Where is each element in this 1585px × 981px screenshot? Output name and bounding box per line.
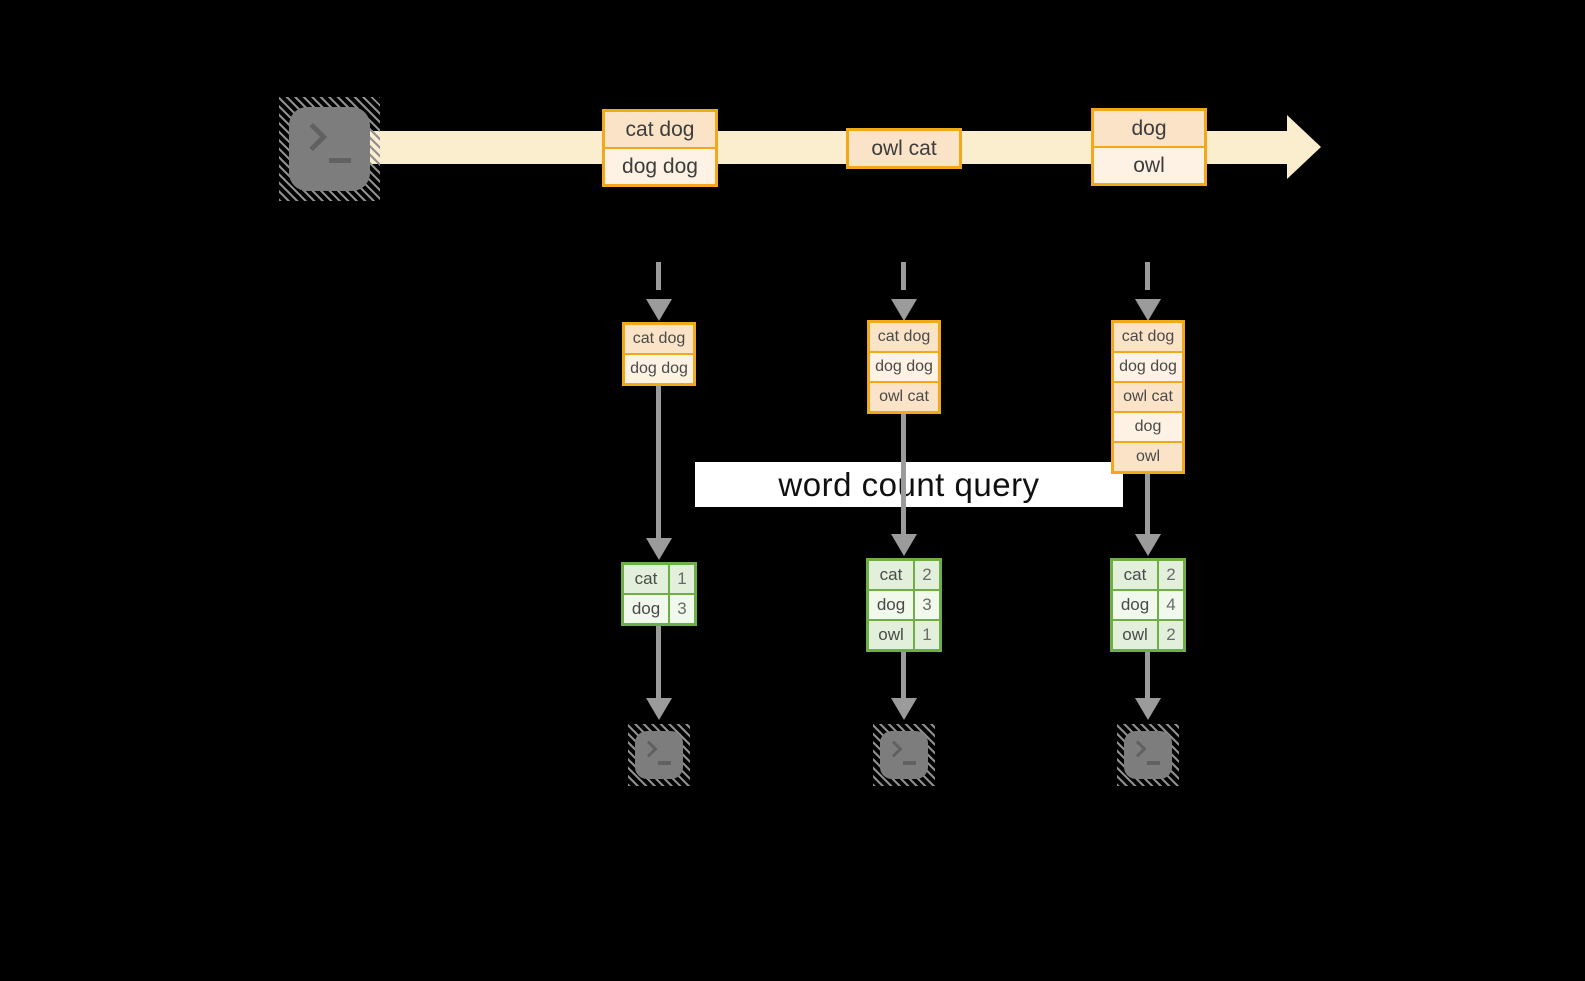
down-arrow-icon [646, 538, 672, 560]
flow-line [901, 652, 906, 698]
accumulated-stream-1: cat dog dog dog [622, 322, 696, 386]
down-arrow-icon [891, 299, 917, 321]
event-record: cat dog [605, 112, 715, 147]
down-arrow-icon [891, 698, 917, 720]
count-row: owl 1 [869, 619, 939, 649]
word-count-table-2: cat 2 dog 3 owl 1 [866, 558, 942, 652]
count-row: cat 2 [869, 561, 939, 589]
count-cell: 2 [913, 561, 939, 589]
flow-line [1145, 652, 1150, 698]
count-row: dog 4 [1113, 589, 1183, 619]
flow-line [656, 626, 661, 698]
stack-record: cat dog [625, 325, 693, 353]
prompt-underscore-icon [1147, 761, 1160, 765]
prompt-chevron-icon [1129, 740, 1147, 758]
accumulated-stream-3: cat dog dog dog owl cat dog owl [1111, 320, 1185, 474]
terminal-screen [635, 731, 683, 779]
word-cell: dog [631, 599, 661, 618]
stream-arrowhead-icon [1287, 115, 1321, 179]
word-count-table-1: cat 1 dog 3 [621, 562, 697, 626]
terminal-screen [289, 107, 370, 191]
dashed-flow-segment [1145, 262, 1150, 290]
count-row: cat 1 [624, 565, 694, 593]
flow-line [656, 386, 661, 538]
dashed-flow-segment [656, 262, 661, 290]
stack-record: dog dog [1114, 351, 1182, 381]
prompt-underscore-icon [658, 761, 671, 765]
word-cell: owl [1122, 625, 1148, 644]
word-cell: cat [634, 569, 658, 588]
word-cell: owl [878, 625, 904, 644]
count-cell: 3 [913, 591, 939, 619]
producer-terminal-icon [279, 97, 380, 201]
stream-event-3: dog owl [1091, 108, 1207, 186]
stream-event-1: cat dog dog dog [602, 109, 718, 187]
event-record: dog [1094, 111, 1204, 146]
down-arrow-icon [646, 299, 672, 321]
count-cell: 2 [1157, 621, 1183, 649]
stack-record: owl cat [870, 381, 938, 411]
down-arrow-icon [646, 698, 672, 720]
down-arrow-icon [1135, 698, 1161, 720]
terminal-screen [1124, 731, 1172, 779]
consumer-terminal-icon-2 [873, 724, 935, 786]
prompt-chevron-icon [885, 740, 903, 758]
event-record: owl [1094, 146, 1204, 183]
stream-event-2: owl cat [846, 128, 962, 169]
consumer-terminal-icon-1 [628, 724, 690, 786]
count-cell: 3 [668, 595, 694, 623]
count-row: dog 3 [869, 589, 939, 619]
query-label: word count query [695, 462, 1123, 507]
event-record: owl cat [849, 131, 959, 166]
count-cell: 4 [1157, 591, 1183, 619]
stack-record: cat dog [1114, 323, 1182, 351]
stack-record: owl [1114, 441, 1182, 471]
stack-record: owl cat [1114, 381, 1182, 411]
count-row: dog 3 [624, 593, 694, 623]
down-arrow-icon [891, 534, 917, 556]
count-row: owl 2 [1113, 619, 1183, 649]
flow-line [901, 414, 906, 534]
count-cell: 2 [1157, 561, 1183, 589]
prompt-chevron-icon [640, 740, 658, 758]
count-cell: 1 [913, 621, 939, 649]
word-cell: dog [876, 595, 906, 614]
prompt-chevron-icon [298, 122, 328, 152]
consumer-terminal-icon-3 [1117, 724, 1179, 786]
word-cell: cat [879, 565, 903, 584]
stack-record: cat dog [870, 323, 938, 351]
stack-record: dog dog [870, 351, 938, 381]
dashed-flow-segment [901, 262, 906, 290]
prompt-underscore-icon [329, 158, 351, 163]
word-cell: dog [1120, 595, 1150, 614]
event-record: dog dog [605, 147, 715, 184]
down-arrow-icon [1135, 299, 1161, 321]
accumulated-stream-2: cat dog dog dog owl cat [867, 320, 941, 414]
stack-record: dog [1114, 411, 1182, 441]
count-row: cat 2 [1113, 561, 1183, 589]
word-cell: cat [1123, 565, 1147, 584]
terminal-screen [880, 731, 928, 779]
count-cell: 1 [668, 565, 694, 593]
word-count-table-3: cat 2 dog 4 owl 2 [1110, 558, 1186, 652]
down-arrow-icon [1135, 534, 1161, 556]
flow-line [1145, 474, 1150, 534]
prompt-underscore-icon [903, 761, 916, 765]
stack-record: dog dog [625, 353, 693, 383]
